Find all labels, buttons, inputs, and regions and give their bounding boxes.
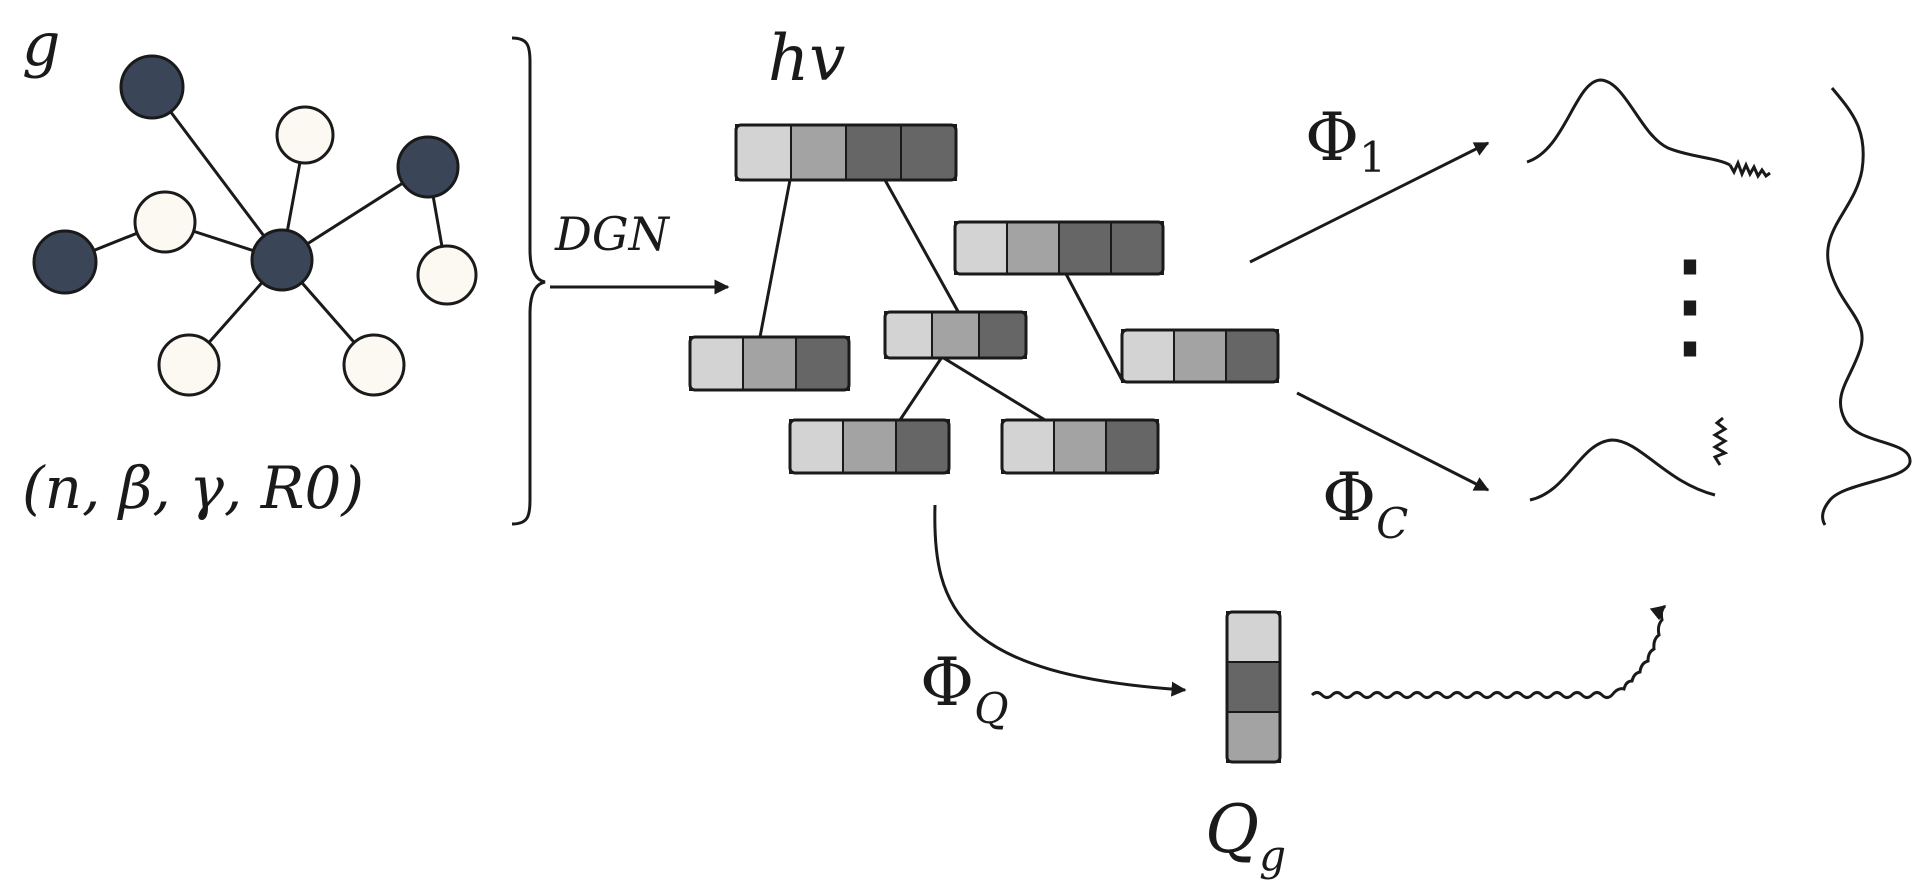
- output-noise-1: [1728, 158, 1771, 180]
- vector-cell: [1058, 221, 1112, 275]
- vector-cell: [1053, 419, 1107, 474]
- vector-cell: [790, 124, 847, 181]
- tree-link-right-upper-right-lower: [1063, 271, 1124, 381]
- phi-c-arrow: [1296, 391, 1490, 492]
- vector-cell: [1121, 329, 1175, 383]
- output-distribution-1: [1526, 78, 1731, 167]
- graph-node-right-bottom: [416, 244, 478, 306]
- vector-cell: [735, 124, 792, 181]
- tree-link-root-middle: [883, 179, 962, 316]
- vector-frame: [734, 123, 958, 182]
- output-distribution-c: [1529, 438, 1716, 502]
- params-label: (n, β, γ, R0): [22, 454, 364, 522]
- vector-cell: [978, 311, 1027, 359]
- graph-node-far-left: [32, 229, 98, 295]
- aggregate-distribution: [1821, 87, 1912, 526]
- vector-frame: [788, 418, 951, 475]
- hv-label: hv: [768, 22, 845, 96]
- graph-edges: [64, 86, 449, 366]
- graph-nodes: [32, 54, 478, 397]
- vector-frame: [883, 310, 1028, 360]
- vector-cell: [900, 124, 957, 181]
- phi-1-label: Φ1: [1305, 99, 1386, 182]
- vector-cell: [884, 311, 933, 359]
- q-label: Qg: [1205, 791, 1286, 880]
- graph-node-top-left: [119, 54, 185, 120]
- vector-cell: [842, 419, 897, 474]
- output-noise-c: [1712, 416, 1729, 466]
- phi-q-label: ΦQ: [920, 644, 1009, 733]
- vector-cell: [689, 336, 744, 391]
- graph-label: g: [22, 10, 60, 80]
- tree-links: [758, 179, 1124, 422]
- embedding-vector-bottom-left: [788, 418, 951, 475]
- ellipsis-dots: ⋮: [1630, 235, 1750, 374]
- tree-link-middle-bottom-left: [898, 356, 944, 421]
- tree-link-root-left: [758, 179, 792, 338]
- vector-frame: [1000, 418, 1160, 475]
- vector-cell: [742, 336, 797, 391]
- vector-cell: [1173, 329, 1227, 383]
- vector-cell: [931, 311, 980, 359]
- phi-q-arrow: [933, 504, 1187, 697]
- graph-node-bottom-right: [342, 333, 406, 397]
- vector-cell: [1226, 661, 1281, 713]
- phi-1-arrow: [1249, 141, 1490, 264]
- vector-frame: [1120, 328, 1280, 384]
- graph-node-top-mid: [275, 105, 335, 165]
- vector-cell: [795, 336, 850, 391]
- vector-cell: [789, 419, 844, 474]
- vector-cell: [1225, 329, 1279, 383]
- vector-cell: [1001, 419, 1055, 474]
- q-vector: [1225, 610, 1282, 764]
- vector-cell: [1110, 221, 1164, 275]
- vector-frame: [688, 335, 851, 392]
- vector-frame: [953, 220, 1165, 276]
- graph-node-left-mid: [133, 190, 197, 254]
- edge-hub-top-left: [150, 86, 284, 261]
- embedding-vector-root: [734, 123, 958, 182]
- vector-cell: [845, 124, 902, 181]
- graph-node-hub: [250, 228, 314, 292]
- embedding-vector-middle: [883, 310, 1028, 360]
- dgn-label: DGN: [554, 207, 671, 261]
- vector-frame: [1225, 610, 1282, 764]
- graph-node-bottom-left: [157, 333, 221, 397]
- vector-cell: [1105, 419, 1159, 474]
- phi-c-label: ΦC: [1322, 459, 1408, 548]
- embedding-vector-left: [688, 335, 851, 392]
- tree-link-middle-bottom-right: [941, 355, 1046, 422]
- graph-node-right-top: [396, 135, 460, 199]
- vector-cell: [1226, 611, 1281, 663]
- vector-cell: [954, 221, 1008, 275]
- embedding-vector-right-upper: [953, 220, 1165, 276]
- q-to-output-wavy-arrow: [1310, 604, 1667, 699]
- vector-cell: [1226, 711, 1281, 763]
- embedding-vector-bottom-right: [1000, 418, 1160, 475]
- vector-cell: [895, 419, 950, 474]
- vector-cell: [1006, 221, 1060, 275]
- embedding-vector-right-lower: [1120, 328, 1280, 384]
- right-brace: [511, 36, 546, 526]
